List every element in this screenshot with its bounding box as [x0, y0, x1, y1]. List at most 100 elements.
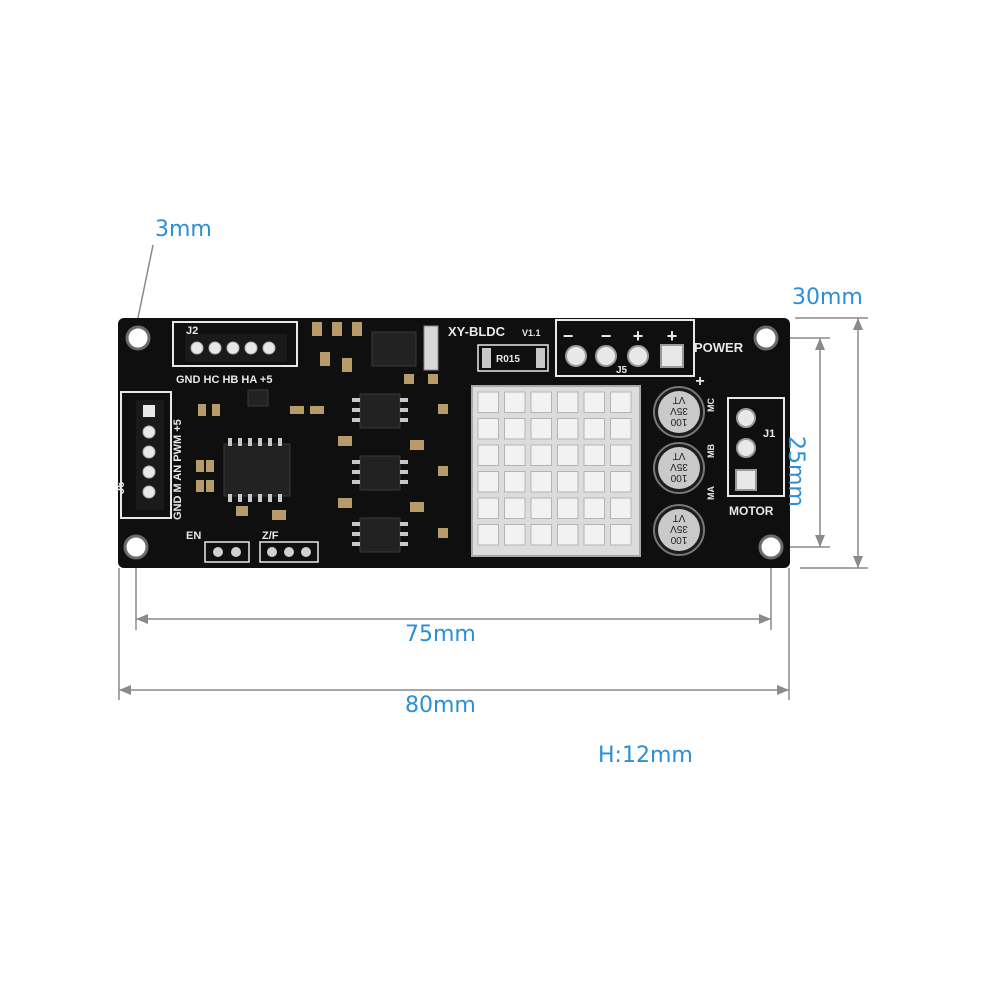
mosfet-driver-3	[359, 517, 401, 553]
jumper-pads	[204, 541, 319, 563]
motor-plus-mark: +	[695, 373, 704, 390]
heatsink-fin	[530, 497, 552, 519]
smd-components	[196, 322, 448, 538]
j5-power-terminal	[555, 319, 695, 377]
en-label: EN	[186, 530, 201, 542]
heatsink-fin	[610, 524, 632, 546]
heatsink-fin	[583, 471, 605, 493]
heatsink-fin	[477, 471, 499, 493]
j2-pin-labels: GND HC HB HA +5	[176, 374, 272, 386]
cap3-value: 100	[670, 534, 687, 545]
phase-mb-label: MB	[706, 444, 716, 458]
j1-label: J1	[763, 428, 775, 440]
cap1-voltage: 35V	[670, 405, 688, 416]
cap3-voltage: 35V	[670, 523, 688, 534]
heatsink-fin	[557, 471, 579, 493]
j2-header	[172, 321, 298, 367]
capacitor-3	[653, 504, 705, 556]
mounting-hole-bottom-left	[123, 534, 149, 560]
heatsink-fin	[557, 391, 579, 413]
capacitor-2	[653, 442, 705, 494]
heatsink-fin	[530, 524, 552, 546]
hole-spacing-label: 75mm	[405, 622, 476, 647]
main-controller-ic	[223, 443, 291, 497]
heatsink-fin	[583, 391, 605, 413]
cap3-series: VT	[673, 512, 686, 523]
j6-header	[120, 391, 172, 519]
heatsink-fin	[610, 497, 632, 519]
board-model: XY-BLDC	[448, 324, 506, 339]
board-version: V1.1	[522, 328, 541, 338]
cap2-series: VT	[673, 450, 686, 461]
mounting-hole-top-left	[125, 325, 151, 351]
board-length-label: 80mm	[405, 693, 476, 718]
heatsink	[471, 385, 641, 557]
power-terminal-4: +	[667, 326, 678, 346]
heatsink-fin	[504, 471, 526, 493]
heatsink-fin	[530, 391, 552, 413]
mosfet-driver-1	[359, 393, 401, 429]
heatsink-fin	[583, 418, 605, 440]
ic-chips	[223, 325, 439, 553]
heatsink-fin	[610, 391, 632, 413]
heatsink-fin	[610, 471, 632, 493]
heatsink-fin	[610, 418, 632, 440]
inner-height-label: 25mm	[783, 436, 808, 507]
zf-label: Z/F	[262, 530, 279, 542]
heatsink-fin	[477, 444, 499, 466]
capacitors: 100 35V VT 100 35V VT 100 35V VT	[653, 386, 705, 556]
heatsink-fin	[504, 524, 526, 546]
cap2-voltage: 35V	[670, 461, 688, 472]
dimension-arrowheads	[119, 318, 863, 695]
inductor	[423, 325, 439, 371]
thickness-label: H:12mm	[598, 743, 693, 768]
heatsink-fin	[477, 391, 499, 413]
hole-size-label: 3mm	[155, 217, 212, 242]
mounting-hole-top-right	[753, 325, 779, 351]
heatsink-fin	[583, 497, 605, 519]
power-label: POWER	[694, 340, 744, 355]
power-terminal-3: +	[633, 326, 644, 346]
heatsink-fin	[504, 497, 526, 519]
heatsink-fin	[530, 471, 552, 493]
j1-motor-terminal	[727, 397, 785, 497]
heatsink-fin	[477, 418, 499, 440]
power-terminal-1: −	[563, 326, 574, 346]
capacitor-1	[653, 386, 705, 438]
mosfet-driver-2	[359, 455, 401, 491]
j6-label: J6	[115, 482, 127, 494]
hole-size-leader-line	[137, 244, 154, 319]
cap1-series: VT	[673, 394, 686, 405]
phase-mc-label: MC	[706, 398, 716, 412]
dimension-lines	[118, 244, 868, 700]
motor-label: MOTOR	[729, 504, 774, 518]
regulator-ic	[371, 331, 417, 367]
heatsink-fin	[557, 524, 579, 546]
power-terminal-2: −	[601, 326, 612, 346]
heatsink-fin	[504, 444, 526, 466]
heatsink-fin	[530, 418, 552, 440]
shunt-resistor	[477, 344, 549, 372]
heatsink-fin	[530, 444, 552, 466]
mounting-holes	[123, 325, 784, 560]
cap1-value: 100	[670, 416, 687, 427]
mounting-hole-bottom-right	[758, 534, 784, 560]
j2-label: J2	[186, 325, 198, 337]
heatsink-fin	[477, 497, 499, 519]
heatsink-fin	[504, 418, 526, 440]
heatsink-fin	[557, 418, 579, 440]
cap2-value: 100	[670, 472, 687, 483]
heatsink-fin	[504, 391, 526, 413]
j5-label: J5	[616, 365, 628, 376]
phase-ma-label: MA	[706, 486, 716, 500]
silkscreen-labels: J2 GND HC HB HA +5 J6 GND M AN PWM +5 XY…	[115, 324, 775, 542]
heatsink-fin	[610, 444, 632, 466]
heatsink-fin	[477, 524, 499, 546]
heatsink-fin	[557, 444, 579, 466]
heatsink-fin	[557, 497, 579, 519]
heatsink-fin	[583, 444, 605, 466]
j6-pin-labels: GND M AN PWM +5	[172, 419, 184, 520]
outer-height-label: 30mm	[792, 285, 863, 310]
